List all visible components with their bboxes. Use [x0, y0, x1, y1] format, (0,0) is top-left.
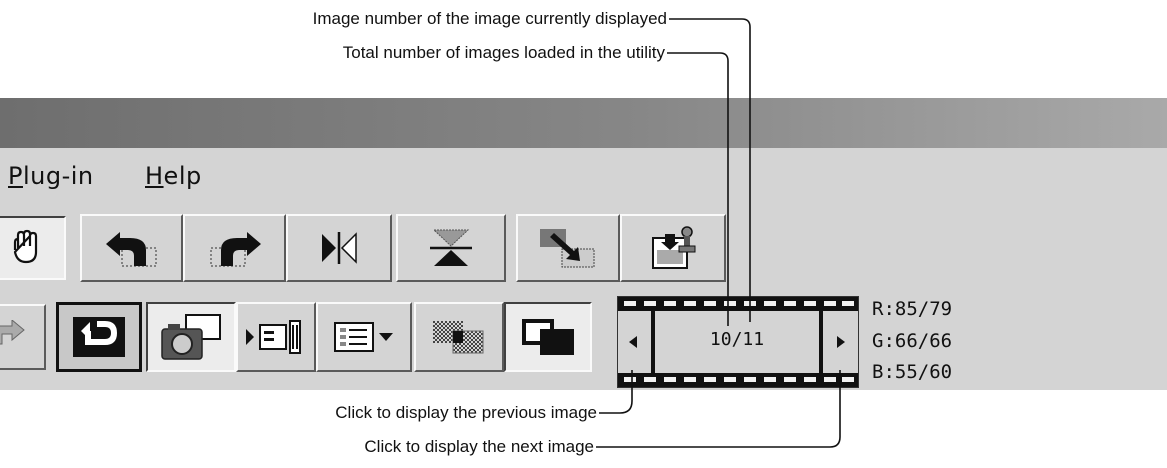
toolbar-bottom	[0, 290, 1167, 390]
flip-vertical-icon	[430, 229, 472, 266]
image-counter: 10/11	[709, 329, 765, 350]
film-perforation-bottom	[618, 373, 858, 387]
flip-vertical-button[interactable]	[396, 214, 506, 282]
hand-tool-icon	[13, 229, 38, 264]
rgb-readout-r: R:85/79	[872, 298, 953, 320]
overlap-compare-button[interactable]	[504, 302, 592, 372]
rgb-readout-b: B:55/60	[872, 361, 953, 383]
rgb-readout-g: G:66/66	[872, 330, 953, 352]
play-thumbnail-icon	[246, 320, 301, 354]
menu-item-plugin[interactable]: Plug-in	[8, 162, 94, 190]
list-view-dropdown-button[interactable]	[316, 302, 412, 372]
undo-button[interactable]	[56, 302, 142, 372]
annotation-previous-image: Click to display the previous image	[335, 403, 597, 422]
play-thumbnail-button[interactable]	[236, 302, 316, 372]
list-view-dropdown-icon	[334, 322, 393, 352]
film-perforation-top	[618, 297, 858, 311]
redo-icon	[0, 320, 25, 345]
export-icon	[540, 229, 595, 268]
flip-horizontal-icon	[322, 232, 357, 264]
annotation-total-images: Total number of images loaded in the uti…	[342, 43, 665, 62]
overlap-compare-icon	[522, 319, 574, 355]
rotate-left-icon	[105, 232, 157, 267]
filmstrip-navigator: 10/11	[617, 296, 859, 388]
annotation-next-image: Click to display the next image	[364, 437, 594, 456]
annotation-current-image: Image number of the image currently disp…	[312, 9, 667, 28]
flip-horizontal-button[interactable]	[286, 214, 392, 282]
menu-item-help[interactable]: Help	[145, 162, 202, 190]
arrow-left-icon	[629, 336, 637, 348]
rotate-left-button[interactable]	[80, 214, 183, 282]
rotate-right-button[interactable]	[183, 214, 286, 282]
redo-button[interactable]	[0, 304, 46, 370]
pattern-compare-icon	[433, 321, 484, 354]
toolbar-top	[0, 210, 1167, 290]
next-image-button[interactable]	[830, 327, 852, 357]
film-frame: 10/11	[651, 311, 823, 373]
window-title-bar[interactable]	[0, 98, 1167, 148]
scanner-button[interactable]	[620, 214, 726, 282]
menu-bar: Plug-in Help	[0, 148, 1167, 211]
camera-button[interactable]	[146, 302, 236, 372]
arrow-right-icon	[837, 336, 845, 348]
hand-tool-button[interactable]	[0, 216, 66, 280]
rotate-right-icon	[209, 232, 261, 267]
previous-image-button[interactable]	[622, 327, 644, 357]
undo-icon	[73, 317, 125, 357]
scanner-icon	[652, 226, 696, 269]
camera-icon	[161, 314, 221, 360]
export-button[interactable]	[516, 214, 620, 282]
pattern-compare-button[interactable]	[414, 302, 504, 372]
